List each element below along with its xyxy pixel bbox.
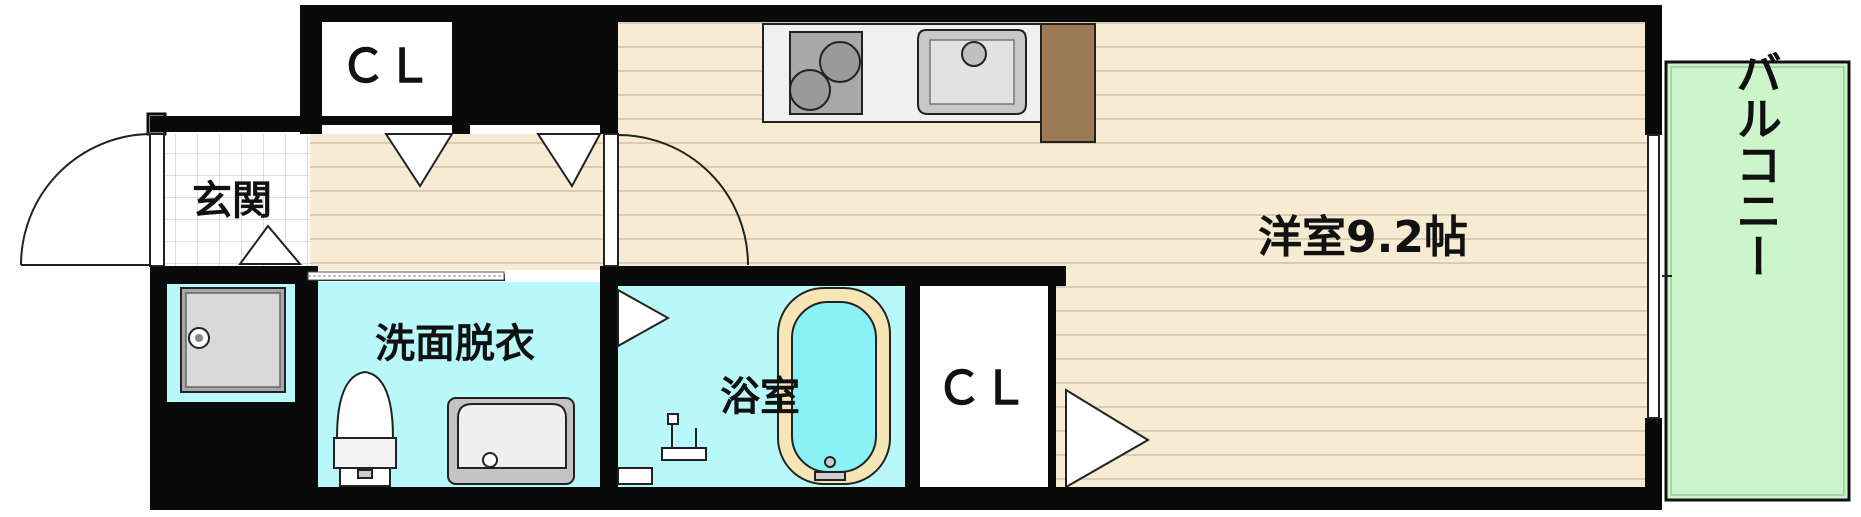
bathroom-label: 浴室 bbox=[720, 374, 800, 420]
closet-mid-floor bbox=[920, 286, 1048, 487]
western-room-label: 洋室9.2帖 bbox=[1258, 212, 1468, 263]
closet-top-doors bbox=[384, 133, 602, 188]
balcony-label: バルコニー bbox=[1729, 49, 1783, 279]
front-door bbox=[20, 133, 165, 267]
toilet bbox=[333, 370, 397, 487]
kitchen-cabinet bbox=[1040, 23, 1096, 143]
washroom-label: 洗面脱衣 bbox=[375, 321, 535, 367]
bathtub bbox=[777, 287, 891, 485]
balcony-window bbox=[1647, 134, 1672, 419]
vanity-sink bbox=[447, 397, 575, 485]
bath-faucet bbox=[617, 413, 707, 485]
sink-drain bbox=[961, 41, 987, 67]
washer-pan bbox=[180, 287, 286, 393]
balcony-inner-line bbox=[1670, 66, 1845, 496]
closet-mid-door bbox=[1065, 388, 1150, 489]
entrance-step-triangle bbox=[238, 224, 303, 265]
closet-top-floor bbox=[322, 22, 452, 120]
kitchen-counter bbox=[762, 23, 1096, 143]
room-door bbox=[603, 133, 749, 267]
closet-top-label: ＣＬ bbox=[340, 39, 432, 93]
entrance-label: 玄関 bbox=[192, 178, 272, 224]
sliding-door bbox=[307, 271, 505, 281]
bath-door bbox=[617, 288, 671, 348]
balcony-floor bbox=[1664, 60, 1851, 502]
closet-mid-label: ＣＬ bbox=[936, 361, 1028, 415]
